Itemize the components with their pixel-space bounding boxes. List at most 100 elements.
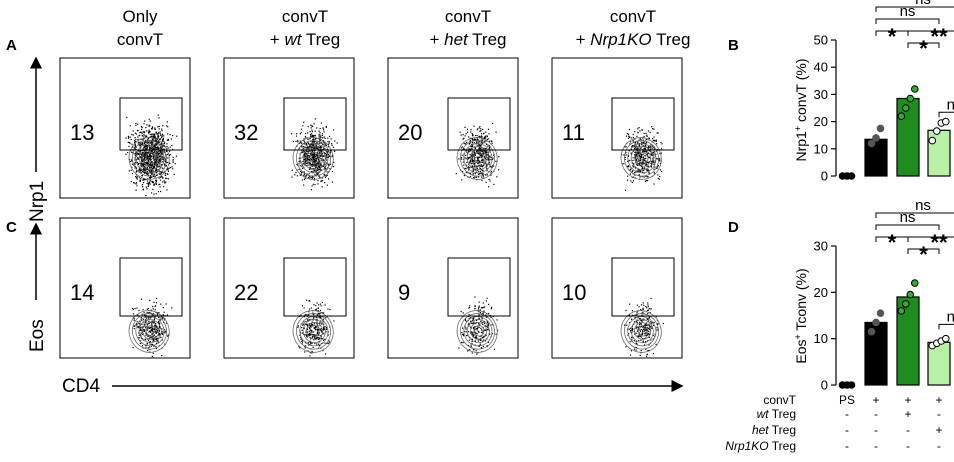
table-cell: - xyxy=(937,407,941,421)
panel-letter-c: C xyxy=(6,219,17,236)
flow-plot: 13 xyxy=(59,57,191,199)
data-point xyxy=(928,136,937,145)
data-point xyxy=(867,327,876,336)
eos-axis: Eos xyxy=(27,222,48,352)
data-point xyxy=(902,104,910,112)
table-cell: + xyxy=(904,393,911,407)
table-row-label: wt Treg xyxy=(757,407,796,421)
gate-box xyxy=(611,257,675,317)
data-point xyxy=(911,279,919,287)
flow-plot: 32 xyxy=(223,57,355,199)
col-header-2-line2: + wt Treg xyxy=(270,30,340,49)
bracket-line xyxy=(907,236,954,242)
panel-letter-a: A xyxy=(6,37,17,54)
flow-plot-frame xyxy=(551,217,683,359)
significance-bracket: ns xyxy=(875,209,940,230)
significance-label: ns xyxy=(915,0,931,8)
table-cell: + xyxy=(935,393,942,407)
y-tick-label: 20 xyxy=(814,114,828,129)
significance-label: * xyxy=(919,242,928,267)
bracket-line xyxy=(875,18,940,24)
flow-plot: 14 xyxy=(59,217,191,359)
data-point xyxy=(902,300,910,308)
table-cell: - xyxy=(845,439,849,453)
significance-bracket: * xyxy=(875,24,909,49)
gate-percent: 13 xyxy=(70,120,94,145)
bracket-line xyxy=(875,224,940,230)
significance-label: ns xyxy=(947,308,954,325)
data-point xyxy=(933,127,941,135)
eos-label: Eos xyxy=(27,319,48,352)
gate-box xyxy=(447,97,511,151)
flow-plot: 20 xyxy=(387,57,519,199)
y-axis-title: Eos+ Tconv (%) xyxy=(793,268,809,363)
event-dots xyxy=(125,114,178,197)
y-tick-label: 30 xyxy=(814,87,828,102)
table-cell: + xyxy=(935,423,942,437)
col-header-3-line1: convT xyxy=(445,7,491,26)
flow-plot: 9 xyxy=(387,217,519,359)
significance-bracket: * xyxy=(907,36,940,61)
gate-percent: 20 xyxy=(398,120,422,145)
event-dots xyxy=(621,126,663,191)
significance-label: ns xyxy=(915,197,931,214)
col-header-4-line1: convT xyxy=(610,7,656,26)
significance-bracket: * xyxy=(907,242,940,267)
nrp1-label: Nrp1 xyxy=(27,181,48,222)
data-point xyxy=(876,124,885,133)
gate-box xyxy=(447,257,511,317)
data-point xyxy=(942,334,950,343)
gate-box xyxy=(283,97,347,151)
gate-box xyxy=(611,97,675,151)
significance-label: * xyxy=(919,36,928,61)
bracket-line xyxy=(875,6,954,12)
cd4-axis: CD4 xyxy=(62,376,684,397)
event-dots xyxy=(455,122,500,188)
panel-letter-d: D xyxy=(728,219,739,236)
gate-percent: 11 xyxy=(562,120,585,145)
contour-lines xyxy=(620,310,662,353)
data-point xyxy=(911,85,919,93)
flow-plot-frame xyxy=(223,217,355,359)
bracket-line xyxy=(907,42,940,48)
contour-lines xyxy=(620,137,662,180)
flow-plot-frame xyxy=(59,57,191,199)
bracket-line xyxy=(938,111,954,118)
data-point xyxy=(872,134,880,142)
data-point xyxy=(906,290,915,299)
data-point xyxy=(942,117,950,126)
table-cell: - xyxy=(845,423,849,437)
table-row: wt Treg--+-- xyxy=(757,407,941,421)
flow-plot: 11 xyxy=(551,57,683,199)
col-header-4-line2: + Nrp1KO Treg xyxy=(576,30,691,49)
contour-lines xyxy=(292,310,334,353)
data-point xyxy=(897,307,906,315)
column-headers: Only convT convT + wt Treg convT + het T… xyxy=(117,7,691,49)
y-tick-label: 0 xyxy=(821,378,828,393)
flow-plot: 10 xyxy=(551,217,683,359)
table-row: Nrp1KO Treg----+ xyxy=(725,439,941,453)
y-tick-label: 30 xyxy=(814,239,828,254)
bracket-line xyxy=(875,212,954,218)
significance-label: * xyxy=(888,24,897,49)
table-row-label: het Treg xyxy=(752,423,796,437)
y-axis-title: Nrp1+ convT (%) xyxy=(793,58,809,161)
gate-box xyxy=(119,257,183,317)
significance-bracket: ns xyxy=(875,3,940,24)
significance-bracket: ns xyxy=(875,0,954,12)
table-cell: + xyxy=(904,407,911,421)
event-dots xyxy=(297,299,335,357)
significance-bracket: * xyxy=(875,230,909,255)
table-cell: - xyxy=(937,439,941,453)
contour-lines xyxy=(128,310,170,353)
y-tick-label: 0 xyxy=(821,169,828,184)
flow-plot-frame xyxy=(387,57,519,199)
data-point xyxy=(872,318,880,327)
flow-plot-frame xyxy=(551,57,683,199)
